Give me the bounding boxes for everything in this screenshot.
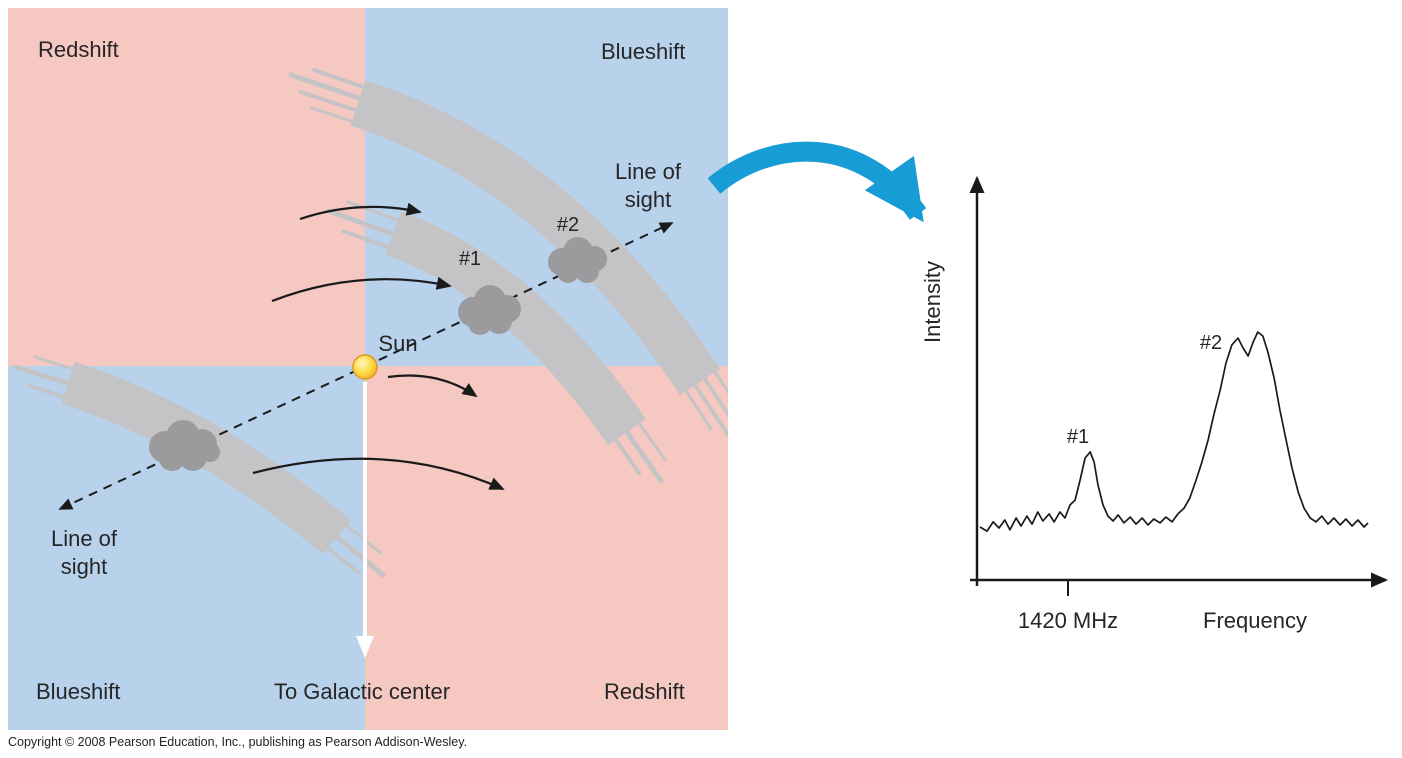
quadrant-label-bottom-right: Redshift [604, 679, 685, 704]
quadrant-label-top-right: Blueshift [601, 39, 685, 64]
frequency-axis-label: Frequency [1203, 608, 1307, 633]
gas-cloud-lower [149, 420, 220, 471]
rotation-arrow-2 [271, 276, 452, 303]
cloud-1-label: #1 [459, 248, 481, 270]
rotation-arrows [252, 202, 505, 491]
panel-to-graph-arrow [707, 141, 927, 223]
galactic-center-arrow [356, 382, 374, 658]
sun-icon [352, 354, 378, 380]
line-of-sight-label-top: Line of sight [615, 159, 682, 212]
spectrum-peak1-label: #1 [1067, 426, 1089, 448]
quadrant-label-top-left: Redshift [38, 37, 119, 62]
gas-cloud-1 [458, 285, 521, 335]
line-of-sight-label-top-line2: sight [625, 187, 671, 212]
spectrum-graph: Intensity 1420 MHz Frequency #1 #2 [920, 175, 1389, 633]
gas-cloud-2 [548, 237, 607, 283]
spectrum-peak2-label: #2 [1200, 332, 1222, 354]
intensity-axis-label: Intensity [920, 261, 945, 343]
rotation-arrow-3 [387, 374, 478, 398]
galaxy-panel: Redshift Blueshift Blueshift Redshift To… [8, 8, 728, 730]
rotation-arrow-1 [299, 202, 422, 221]
rotation-arrow-4 [252, 457, 505, 491]
quadrant-bottom-right [365, 366, 728, 730]
spectrum-curve [979, 331, 1369, 532]
sun-label: Sun [378, 331, 417, 356]
copyright-text: Copyright © 2008 Pearson Education, Inc.… [8, 735, 467, 749]
line-of-sight-label-bottom: Line of sight [51, 526, 118, 579]
galactic-center-label: To Galactic center [274, 679, 450, 704]
line-of-sight-label-bottom-line2: sight [61, 554, 107, 579]
cloud-2-label: #2 [557, 214, 579, 236]
tick-label-1420mhz: 1420 MHz [1018, 608, 1118, 633]
line-of-sight-label-bottom-line1: Line of [51, 526, 118, 551]
panel-artwork [12, 68, 728, 658]
line-of-sight-label-top-line1: Line of [615, 159, 682, 184]
quadrant-label-bottom-left: Blueshift [36, 679, 120, 704]
